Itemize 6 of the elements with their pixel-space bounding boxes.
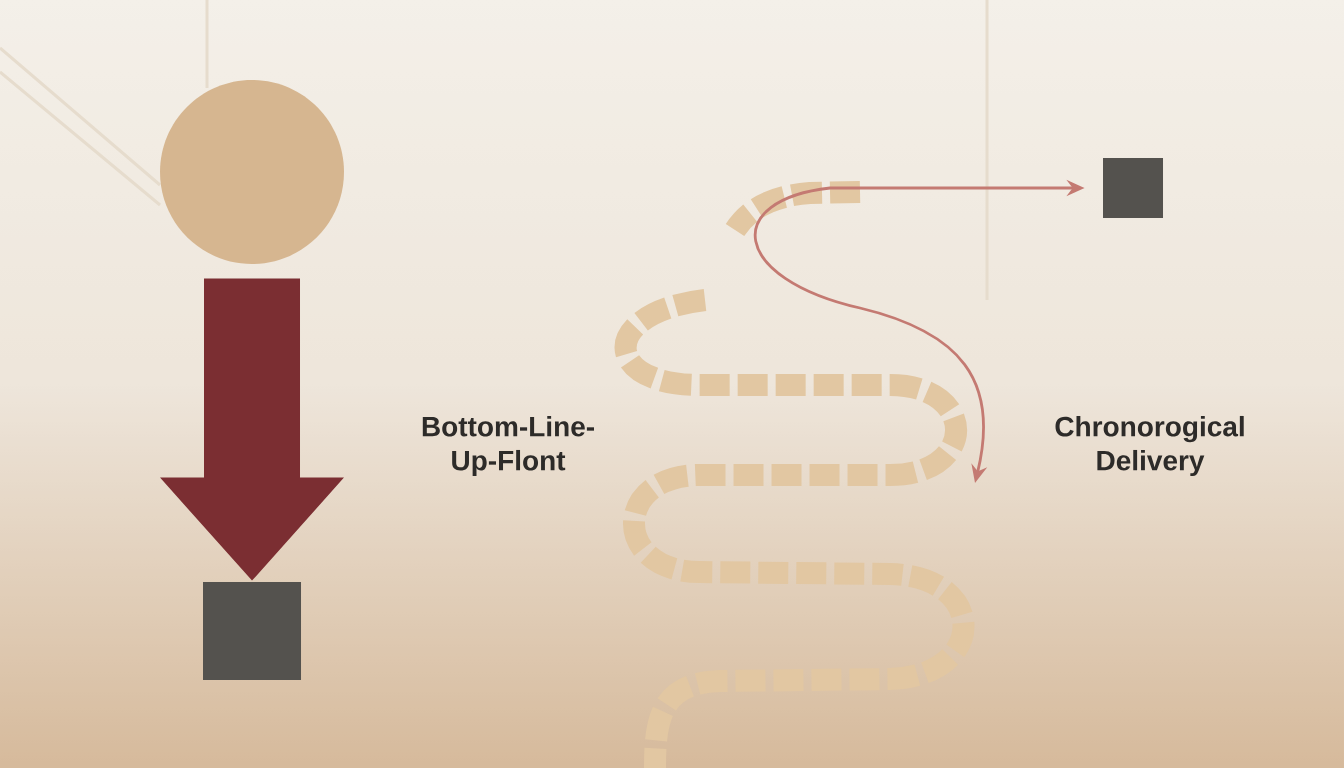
square-shape bbox=[203, 582, 301, 680]
circle-shape bbox=[160, 80, 344, 264]
label-text: Chronorogical Delivery bbox=[1055, 415, 1244, 477]
square-shape bbox=[1103, 158, 1163, 218]
arrow bbox=[160, 278, 344, 581]
label-text: Bottom-Line-Up-Flont bbox=[422, 415, 594, 477]
